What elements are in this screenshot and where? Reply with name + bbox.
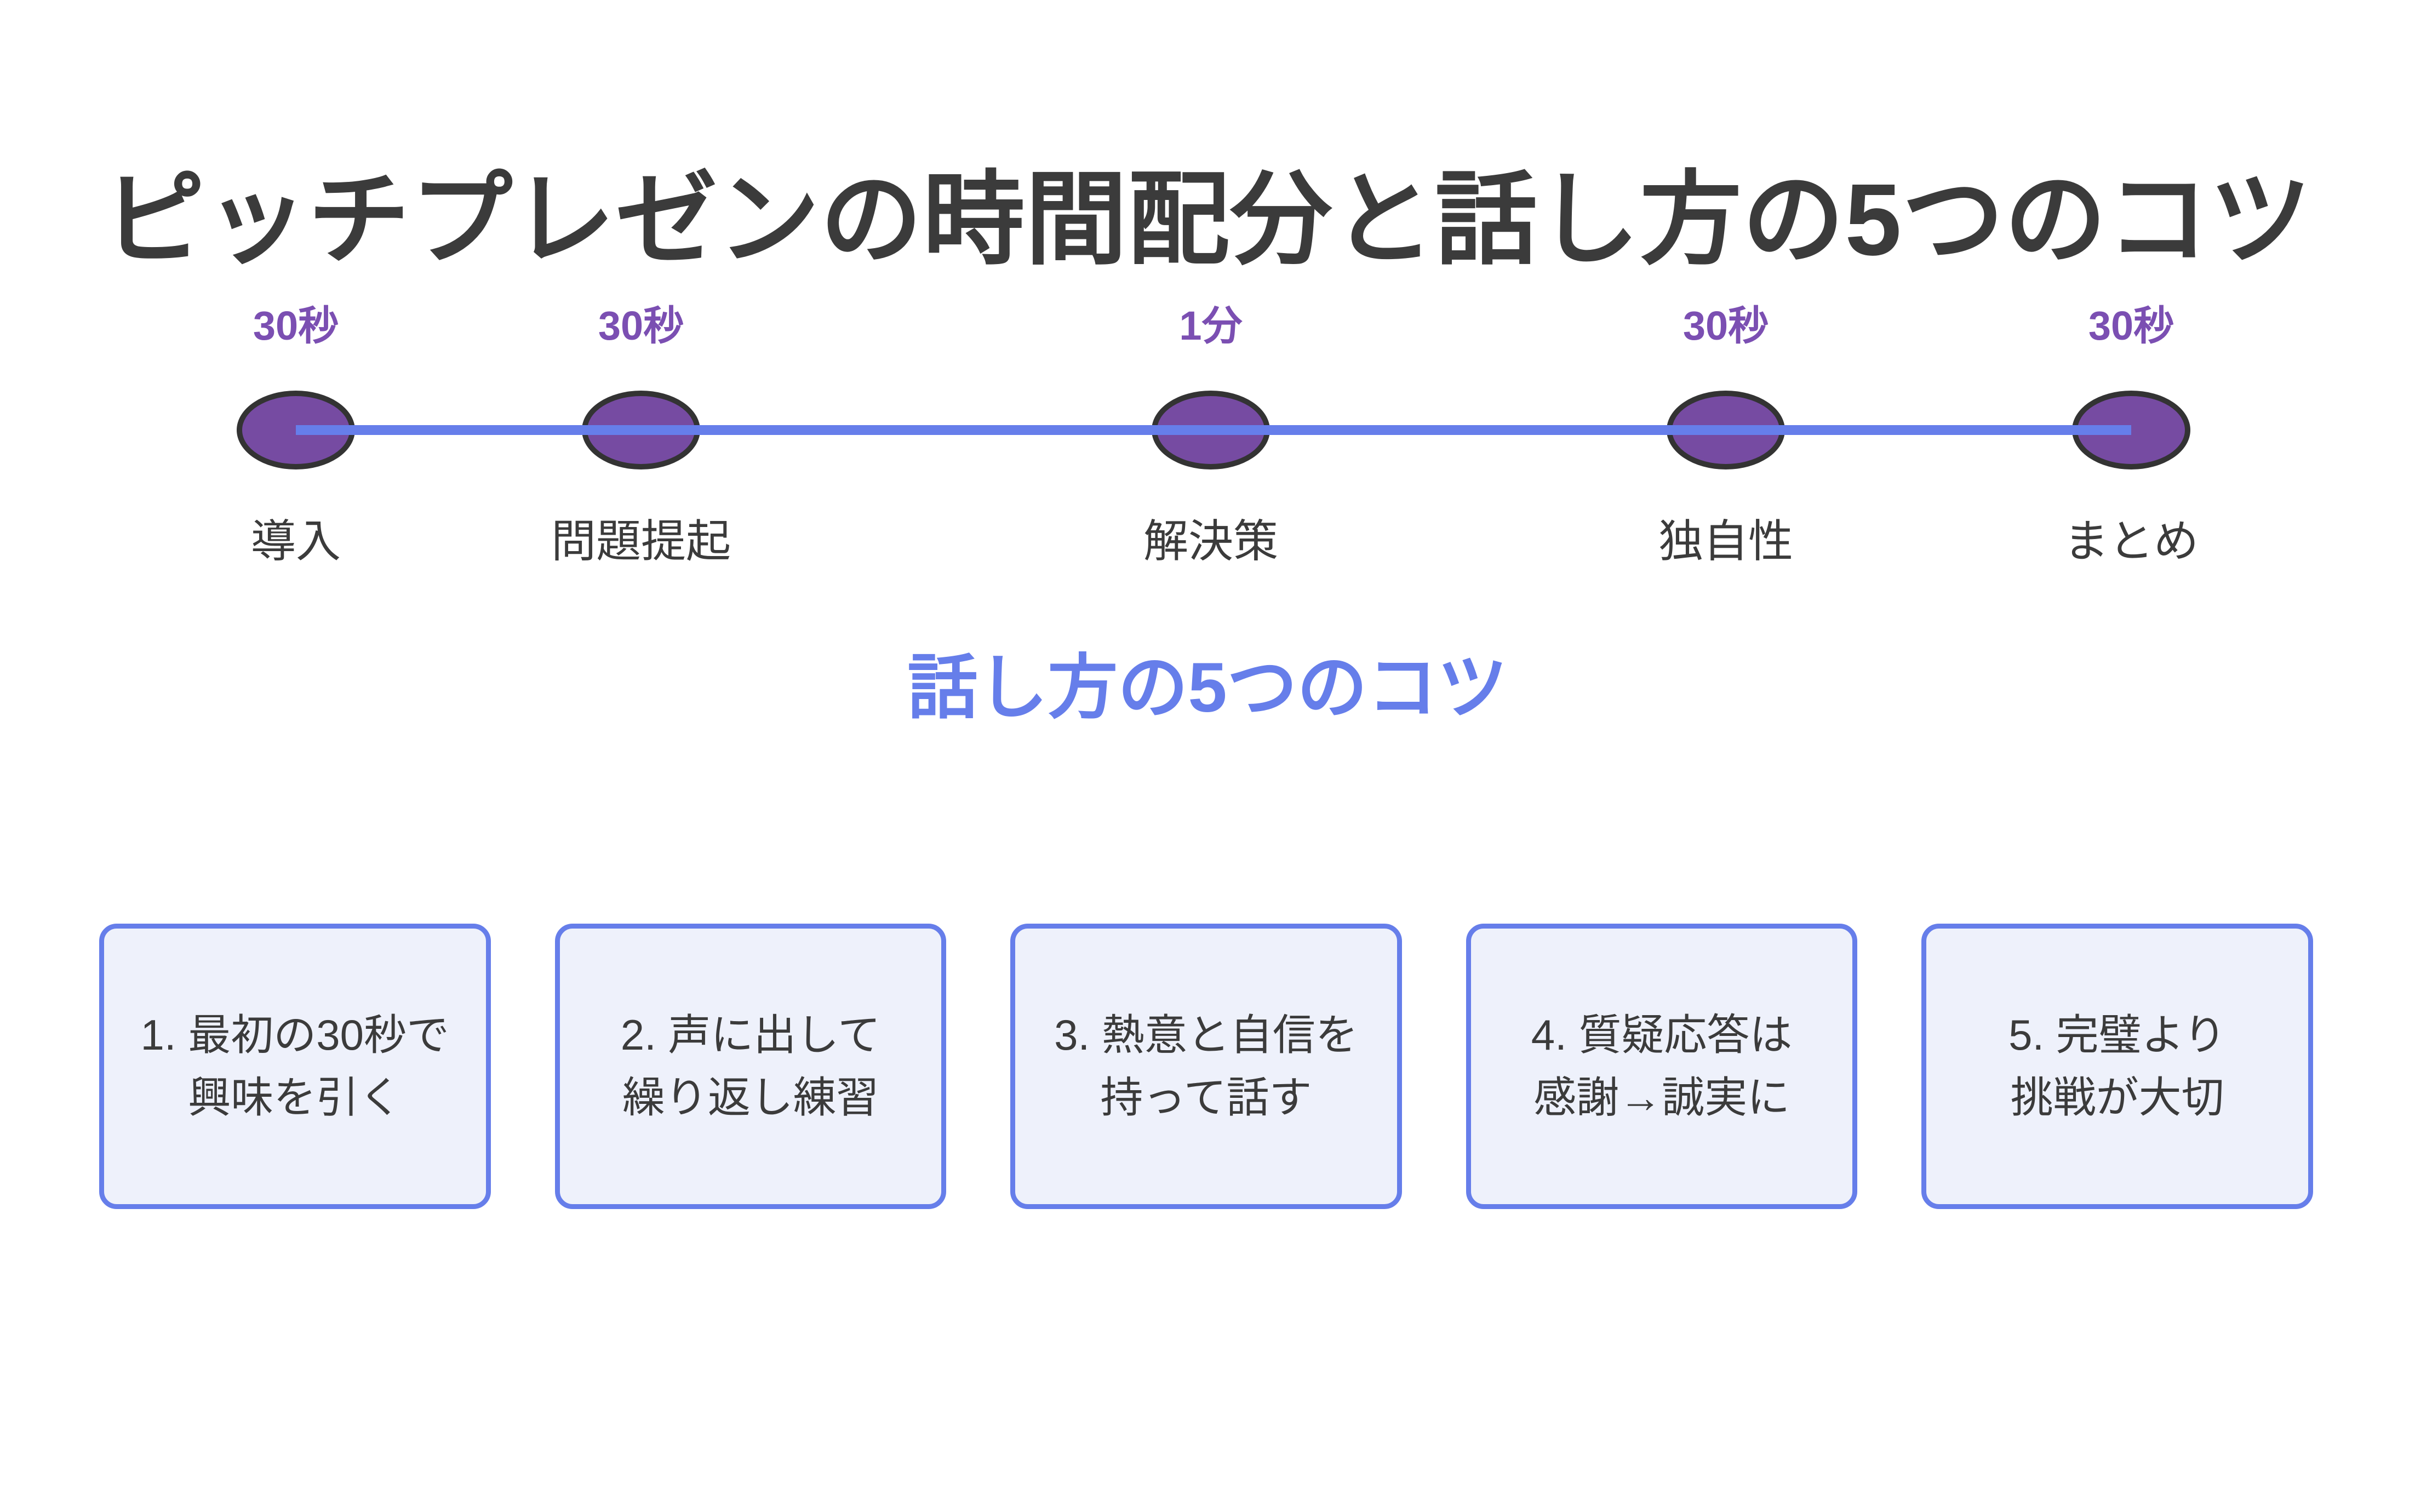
tips-row: 1. 最初の30秒で 興味を引く 2. 声に出して 繰り返し練習 3. 熱意と自… [99, 924, 2313, 1209]
tip-text-line1: 1. 最初の30秒で [140, 1011, 450, 1059]
tip-card-4: 4. 質疑応答は 感謝→誠実に [1466, 924, 1858, 1209]
stage-duration: 30秒 [253, 303, 339, 348]
tip-text-line1: 2. 声に出して [620, 1011, 881, 1059]
section-subtitle: 話し方の5つのコツ [907, 649, 1508, 727]
tip-text-line2: 感謝→誠実に [1533, 1073, 1790, 1121]
stage-duration: 1分 [1179, 303, 1243, 348]
tip-text-line1: 4. 質疑応答は [1531, 1011, 1793, 1059]
stage-label: 導入 [250, 517, 341, 566]
stage-duration: 30秒 [2088, 303, 2174, 348]
tip-card-3: 3. 熱意と自信を 持って話す [1010, 924, 1402, 1209]
pitch-timeline: 30秒 導入 30秒 問題提起 1分 解決策 30秒 独自性 30秒 まとめ [0, 0, 2415, 603]
stage-label: 問題提起 [551, 517, 731, 566]
stage-label: 解決策 [1143, 517, 1279, 566]
tip-card-2: 2. 声に出して 繰り返し練習 [554, 924, 947, 1209]
tip-text-line2: 持って話す [1100, 1073, 1312, 1121]
tip-text-line2: 挑戦が大切 [2010, 1073, 2224, 1121]
tip-text-line1: 5. 完璧より [2008, 1011, 2227, 1059]
tip-text-line2: 興味を引く [188, 1073, 402, 1121]
page-title: ピッチプレゼンの時間配分と話し方の5つのコツ [103, 163, 2312, 277]
stage-duration: 30秒 [598, 303, 684, 348]
tip-card-1: 1. 最初の30秒で 興味を引く [99, 924, 491, 1209]
timeline-line [296, 425, 2131, 435]
stage-label: 独自性 [1658, 517, 1794, 566]
tip-text-line2: 繰り返し練習 [622, 1073, 879, 1121]
tip-text-line1: 3. 熱意と自信を [1054, 1011, 1358, 1059]
stage-duration: 30秒 [1683, 303, 1769, 348]
tip-card-5: 5. 完璧より 挑戦が大切 [1921, 924, 2313, 1209]
stage-label: まとめ [2063, 517, 2199, 566]
